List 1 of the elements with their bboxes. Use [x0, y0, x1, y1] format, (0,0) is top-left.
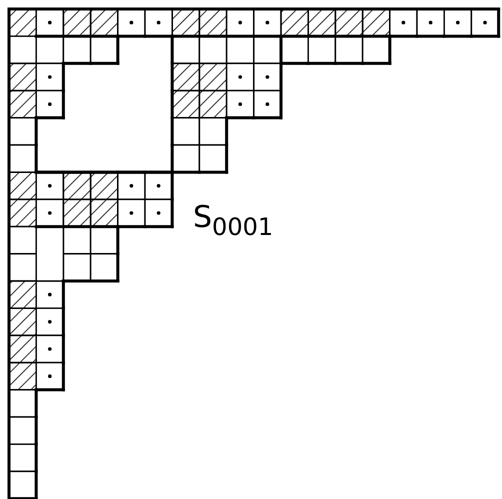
set-label: S$_{0001}$: [193, 200, 274, 241]
